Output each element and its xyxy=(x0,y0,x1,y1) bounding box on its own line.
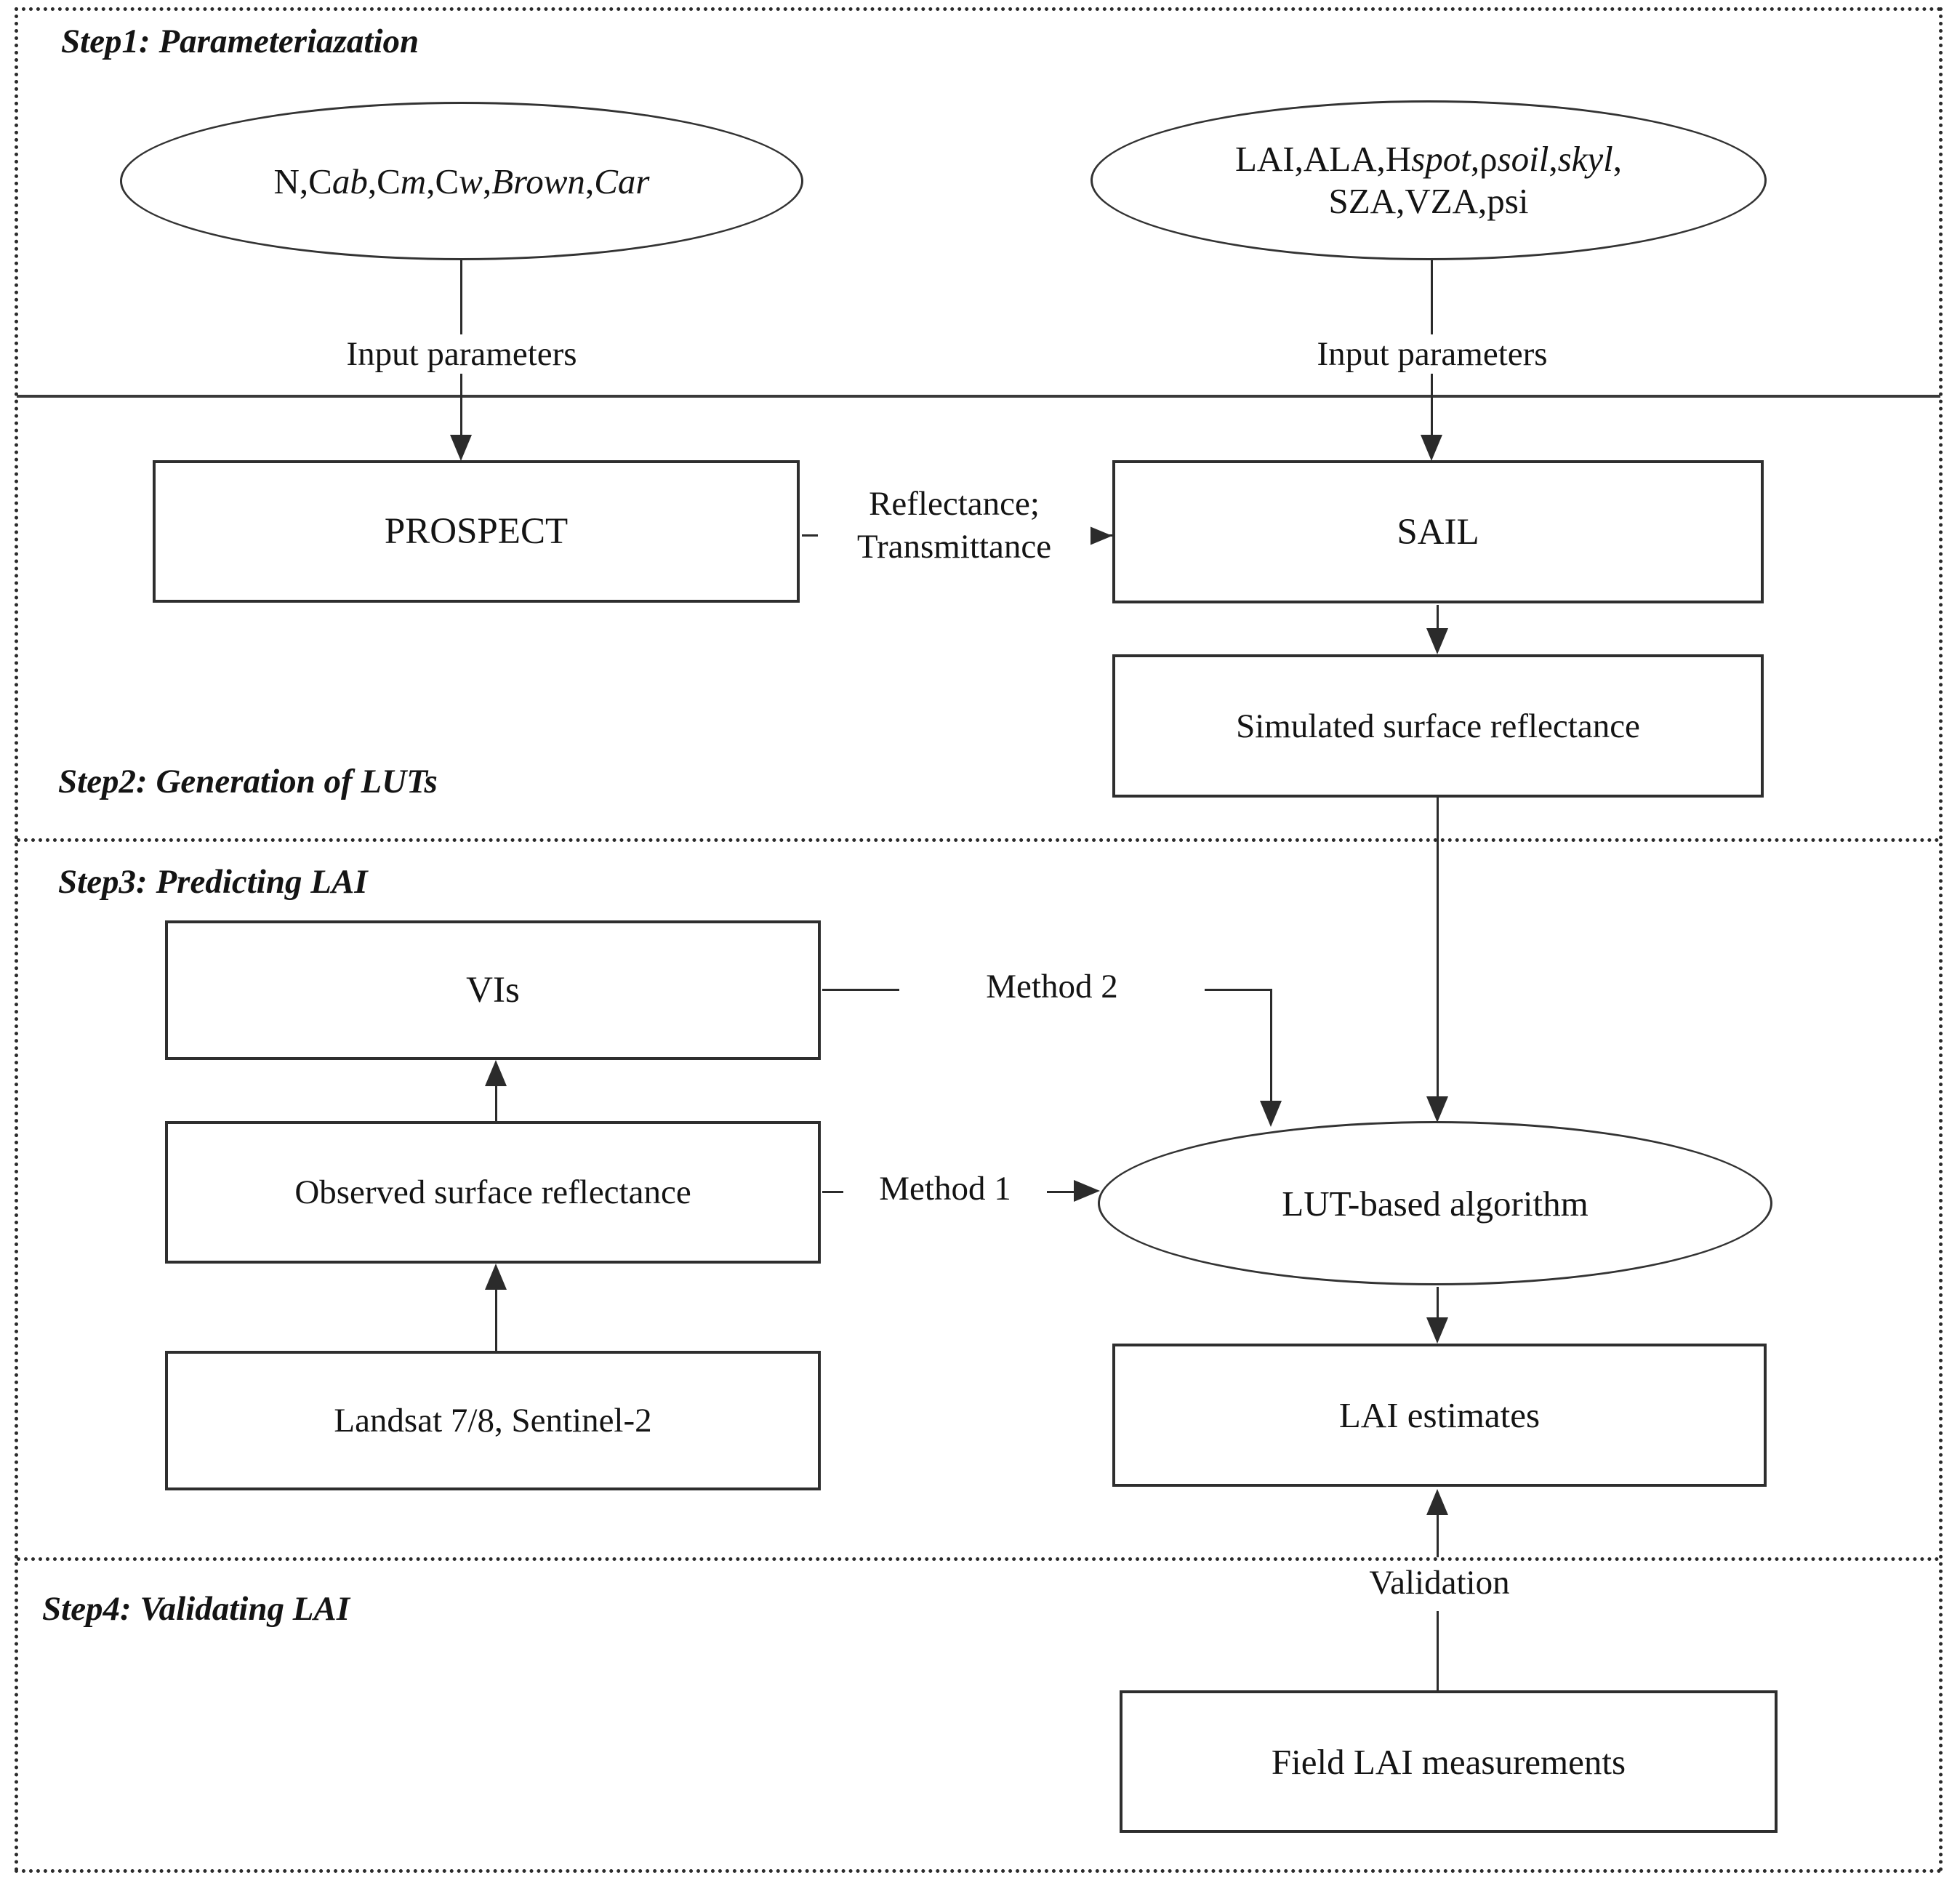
arrowhead-into-observed xyxy=(485,1264,507,1290)
validation-line-lower xyxy=(1437,1611,1439,1690)
arrow-line-simulated-to-lut xyxy=(1437,798,1439,1099)
vis-label: VIs xyxy=(466,970,520,1011)
section-divider-step1-step2 xyxy=(17,395,1940,398)
vis-box: VIs xyxy=(165,920,821,1060)
simulated-surface-reflectance-label: Simulated surface reflectance xyxy=(1236,707,1640,745)
arrowhead-simulated-into-lut xyxy=(1426,1096,1448,1123)
section-divider-step3-step4 xyxy=(17,1557,1940,1561)
observed-surface-reflectance-box: Observed surface reflectance xyxy=(165,1121,821,1264)
landsat-sentinel-label: Landsat 7/8, Sentinel-2 xyxy=(334,1402,652,1440)
landsat-sentinel-box: Landsat 7/8, Sentinel-2 xyxy=(165,1351,821,1490)
reflectance-label-line1: Reflectance; xyxy=(869,485,1040,523)
input-parameters-label-right: Input parameters xyxy=(1250,334,1614,374)
sail-input-parameters-text: LAI,ALA,Hspot,ρsoil,skyl, SZA,VZA,psi xyxy=(1235,138,1622,222)
arrowhead-into-simulated xyxy=(1426,628,1448,654)
arrowhead-into-prospect xyxy=(450,435,472,461)
prospect-input-parameters-ellipse: N,Cab,Cm,Cw,Brown,Car xyxy=(120,102,803,260)
arrow-line-sail-to-simulated xyxy=(1437,605,1439,631)
reflectance-transmittance-label: Reflectance; Transmittance xyxy=(818,483,1091,569)
lai-estimates-label: LAI estimates xyxy=(1338,1395,1541,1435)
arrow-line-observed-to-vis xyxy=(495,1085,497,1121)
prospect-input-parameters-text: N,Cab,Cm,Cw,Brown,Car xyxy=(273,161,650,201)
method2-label: Method 2 xyxy=(899,967,1205,1006)
arrow-line-lut-to-lai xyxy=(1437,1287,1439,1319)
sail-input-line2: SZA,VZA,psi xyxy=(1328,181,1529,221)
arrowhead-validation-into-lai xyxy=(1426,1489,1448,1515)
input-parameters-label-left: Input parameters xyxy=(280,334,643,374)
arrowhead-into-lai-estimates xyxy=(1426,1317,1448,1344)
step4-title: Step4: Validating LAI xyxy=(42,1590,350,1628)
sail-input-line1: LAI,ALA,Hspot,ρsoil,skyl, xyxy=(1234,139,1623,180)
observed-surface-reflectance-label: Observed surface reflectance xyxy=(294,1173,691,1211)
step2-title: Step2: Generation of LUTs xyxy=(58,763,438,800)
method1-label: Method 1 xyxy=(843,1169,1047,1208)
lut-based-algorithm-label: LUT-based algorithm xyxy=(1282,1183,1589,1224)
field-lai-measurements-label: Field LAI measurements xyxy=(1271,1741,1626,1782)
sail-box: SAIL xyxy=(1112,460,1764,603)
lut-based-algorithm-ellipse: LUT-based algorithm xyxy=(1098,1121,1772,1285)
sail-input-parameters-ellipse: LAI,ALA,Hspot,ρsoil,skyl, SZA,VZA,psi xyxy=(1091,100,1767,260)
arrowhead-into-sail-left xyxy=(1086,525,1112,547)
sail-label: SAIL xyxy=(1397,511,1479,553)
step1-title: Step1: Parameteriazation xyxy=(61,23,419,60)
validation-label: Validation xyxy=(1272,1563,1607,1602)
field-lai-measurements-box: Field LAI measurements xyxy=(1120,1690,1778,1833)
arrowhead-into-vis xyxy=(485,1060,507,1086)
validation-line-upper xyxy=(1437,1515,1439,1557)
arrowhead-into-sail-top xyxy=(1421,435,1442,461)
simulated-surface-reflectance-box: Simulated surface reflectance xyxy=(1112,654,1764,798)
prospect-box: PROSPECT xyxy=(153,460,800,603)
prospect-label: PROSPECT xyxy=(384,511,569,552)
step3-title: Step3: Predicting LAI xyxy=(58,863,368,901)
arrow-line-landsat-to-observed xyxy=(495,1288,497,1351)
lai-estimates-box: LAI estimates xyxy=(1112,1344,1767,1487)
outer-dotted-border xyxy=(15,7,1943,1873)
arrowhead-method1-into-lut xyxy=(1074,1180,1100,1202)
reflectance-label-line2: Transmittance xyxy=(856,527,1052,566)
section-divider-step2-step3 xyxy=(17,838,1940,842)
arrowhead-method2-into-lut xyxy=(1260,1101,1282,1127)
method2-vertical-line xyxy=(1270,989,1272,1102)
